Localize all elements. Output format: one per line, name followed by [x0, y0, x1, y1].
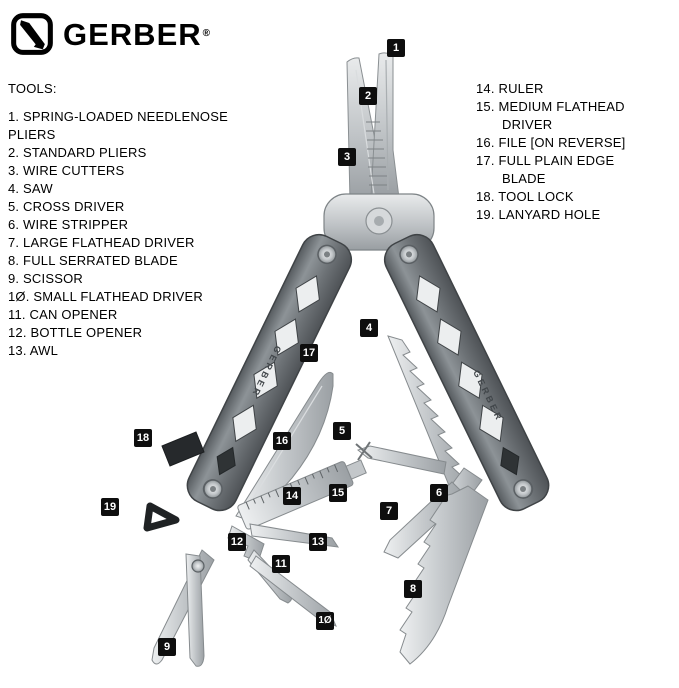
- tool-callout-17: 17: [300, 344, 318, 362]
- brand-logo: GERBER®: [10, 12, 211, 56]
- tool-callout-2: 2: [359, 87, 377, 105]
- tool-callout-5: 5: [333, 422, 351, 440]
- tool-callout-16: 16: [273, 432, 291, 450]
- tool-callout-4: 4: [360, 319, 378, 337]
- tool-list-item: 12. BOTTLE OPENER: [8, 325, 143, 340]
- serrated-blade: [399, 485, 489, 665]
- tools-heading: TOOLS:: [8, 81, 57, 96]
- tool-callout-14: 14: [283, 487, 301, 505]
- tool-list-right: 14. RULER 15. MEDIUM FLATHEAD DRIVER 16.…: [476, 80, 660, 224]
- tool-list-item: 15. MEDIUM FLATHEAD DRIVER: [476, 99, 625, 132]
- saw: [387, 335, 471, 489]
- pliers-pivot-head: [323, 193, 435, 251]
- tool-callout-15: 15: [329, 484, 347, 502]
- tool-list-item: 18. TOOL LOCK: [476, 189, 574, 204]
- tool-list-item: 1Ø. SMALL FLATHEAD DRIVER: [8, 289, 203, 304]
- left-handle: GERBER: [180, 227, 359, 518]
- tool-list-item: 9. SCISSOR: [8, 271, 83, 286]
- tool-list-item: 4. SAW: [8, 181, 53, 196]
- tool-callout-11: 11: [272, 555, 290, 573]
- tool-list-right-column: 14. RULER 15. MEDIUM FLATHEAD DRIVER 16.…: [476, 80, 660, 224]
- tool-list-item: 14. RULER: [476, 81, 544, 96]
- scissors: [151, 549, 215, 667]
- tool-callout-3: 3: [338, 148, 356, 166]
- tool-list-item: 16. FILE [ON REVERSE]: [476, 135, 626, 150]
- fan-pivot-screws: [203, 479, 533, 499]
- tool-list-item: 13. AWL: [8, 343, 59, 358]
- gerber-shield-icon: [11, 13, 53, 55]
- tool-list-item: 7. LARGE FLATHEAD DRIVER: [8, 235, 195, 250]
- tool-list-item: 17. FULL PLAIN EDGE BLADE: [476, 153, 615, 186]
- tool-list-item: 8. FULL SERRATED BLADE: [8, 253, 178, 268]
- tool-list-left: 1. SPRING-LOADED NEEDLENOSE PLIERS 2. ST…: [8, 108, 230, 360]
- brand-name: GERBER: [63, 16, 202, 52]
- lanyard-hole: [143, 502, 180, 532]
- registered-mark: ®: [202, 27, 211, 39]
- tool-list-item: 19. LANYARD HOLE: [476, 207, 601, 222]
- tool-callout-10: 1Ø: [316, 612, 334, 630]
- tool-list-item: 5. CROSS DRIVER: [8, 199, 125, 214]
- tool-callout-9: 9: [158, 638, 176, 656]
- needlenose-pliers-jaws: [346, 52, 400, 203]
- tool-list-item: 6. WIRE STRIPPER: [8, 217, 129, 232]
- tool-list-item: 2. STANDARD PLIERS: [8, 145, 147, 160]
- cross-driver: [355, 441, 447, 475]
- tool-callout-7: 7: [380, 502, 398, 520]
- tool-callout-6: 6: [430, 484, 448, 502]
- tool-callout-8: 8: [404, 580, 422, 598]
- tool-list-left-column: TOOLS: 1. SPRING-LOADED NEEDLENOSE PLIER…: [8, 80, 230, 360]
- tool-list-item: 1. SPRING-LOADED NEEDLENOSE PLIERS: [8, 109, 228, 142]
- tool-callout-13: 13: [309, 533, 327, 551]
- medium-flathead-driver: [345, 459, 367, 480]
- tool-callout-1: 1: [387, 39, 405, 57]
- tool-callout-19: 19: [101, 498, 119, 516]
- tool-lock: [161, 431, 205, 467]
- tool-callout-18: 18: [134, 429, 152, 447]
- tool-list-item: 11. CAN OPENER: [8, 307, 118, 322]
- tool-callout-12: 12: [228, 533, 246, 551]
- tool-list-item: 3. WIRE CUTTERS: [8, 163, 125, 178]
